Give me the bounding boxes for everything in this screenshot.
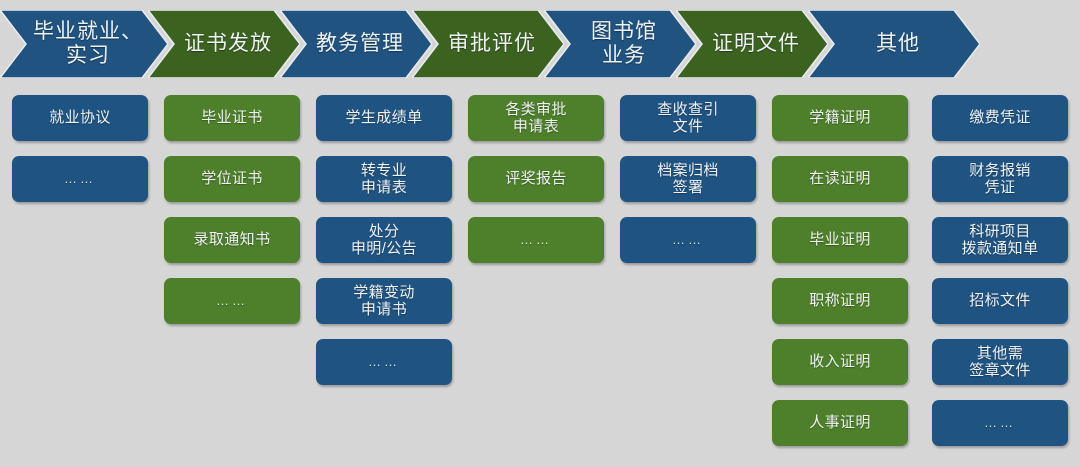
stage-chevron-7[interactable]: 其他 [808, 10, 980, 78]
stage-chevron-label: 证书发放 [184, 32, 272, 56]
document-card-more[interactable]: …… [932, 400, 1068, 446]
document-card[interactable]: 招标文件 [932, 278, 1068, 324]
document-card[interactable]: 评奖报告 [468, 156, 604, 202]
document-column-2: 毕业证书学位证书录取通知书 …… [164, 95, 300, 339]
document-columns: 就业协议……毕业证书学位证书录取通知书……学生成绩单转专业 申请表处分 申明/公… [0, 95, 1080, 467]
stage-chevron-label: 教务管理 [316, 32, 404, 56]
stage-banner: 毕业就业、 实习 证书发放 教务管理 审批评优 图书馆 业务 证明文件 其他 [0, 10, 1080, 78]
document-card[interactable]: 录取通知书 [164, 217, 300, 263]
document-card[interactable]: 财务报销 凭证 [932, 156, 1068, 202]
stage-chevron-label: 其他 [876, 32, 920, 56]
document-column-5: 查收查引 文件档案归档 签署 …… [620, 95, 756, 278]
document-card[interactable]: 在读证明 [772, 156, 908, 202]
chevron-shape-icon [412, 10, 564, 78]
document-card[interactable]: 毕业证书 [164, 95, 300, 141]
chevron-shape-icon [544, 10, 696, 78]
stage-chevron-label: 图书馆 业务 [591, 20, 657, 67]
document-card[interactable]: 就业协议 [12, 95, 148, 141]
stage-chevron-1[interactable]: 毕业就业、 实习 [0, 10, 168, 78]
document-card[interactable]: 档案归档 签署 [620, 156, 756, 202]
stage-chevron-label: 审批评优 [448, 32, 536, 56]
document-card[interactable]: 转专业 申请表 [316, 156, 452, 202]
stage-chevron-3[interactable]: 教务管理 [280, 10, 432, 78]
document-card-more[interactable]: …… [620, 217, 756, 263]
document-column-7: 缴费凭证财务报销 凭证科研项目 拨款通知单招标文件其他需 签章文件 …… [932, 95, 1068, 461]
chevron-shape-icon [148, 10, 300, 78]
document-card[interactable]: 学籍变动 申请书 [316, 278, 452, 324]
stage-chevron-6[interactable]: 证明文件 [676, 10, 828, 78]
document-card[interactable]: 收入证明 [772, 339, 908, 385]
document-card[interactable]: 职称证明 [772, 278, 908, 324]
stage-chevron-label: 证明文件 [712, 32, 800, 56]
stage-chevron-2[interactable]: 证书发放 [148, 10, 300, 78]
chevron-shape-icon [676, 10, 828, 78]
chevron-shape-icon [808, 10, 980, 78]
stage-chevron-4[interactable]: 审批评优 [412, 10, 564, 78]
stage-chevron-5[interactable]: 图书馆 业务 [544, 10, 696, 78]
document-column-3: 学生成绩单转专业 申请表处分 申明/公告学籍变动 申请书 …… [316, 95, 452, 400]
document-column-1: 就业协议 …… [12, 95, 148, 217]
document-card-more[interactable]: …… [468, 217, 604, 263]
chevron-shape-icon [280, 10, 432, 78]
document-card[interactable]: 人事证明 [772, 400, 908, 446]
chevron-shape-icon [0, 10, 168, 78]
document-card[interactable]: 其他需 签章文件 [932, 339, 1068, 385]
document-card[interactable]: 毕业证明 [772, 217, 908, 263]
document-card[interactable]: 各类审批 申请表 [468, 95, 604, 141]
document-card[interactable]: 缴费凭证 [932, 95, 1068, 141]
document-card[interactable]: 学位证书 [164, 156, 300, 202]
document-card[interactable]: 学籍证明 [772, 95, 908, 141]
document-card[interactable]: 科研项目 拨款通知单 [932, 217, 1068, 263]
document-column-6: 学籍证明在读证明毕业证明职称证明收入证明人事证明 [772, 95, 908, 461]
document-card-more[interactable]: …… [164, 278, 300, 324]
document-column-4: 各类审批 申请表评奖报告 …… [468, 95, 604, 278]
document-card[interactable]: 处分 申明/公告 [316, 217, 452, 263]
document-card-more[interactable]: …… [12, 156, 148, 202]
document-card-more[interactable]: …… [316, 339, 452, 385]
stage-chevron-label: 毕业就业、 实习 [33, 20, 143, 67]
document-card[interactable]: 学生成绩单 [316, 95, 452, 141]
document-card[interactable]: 查收查引 文件 [620, 95, 756, 141]
